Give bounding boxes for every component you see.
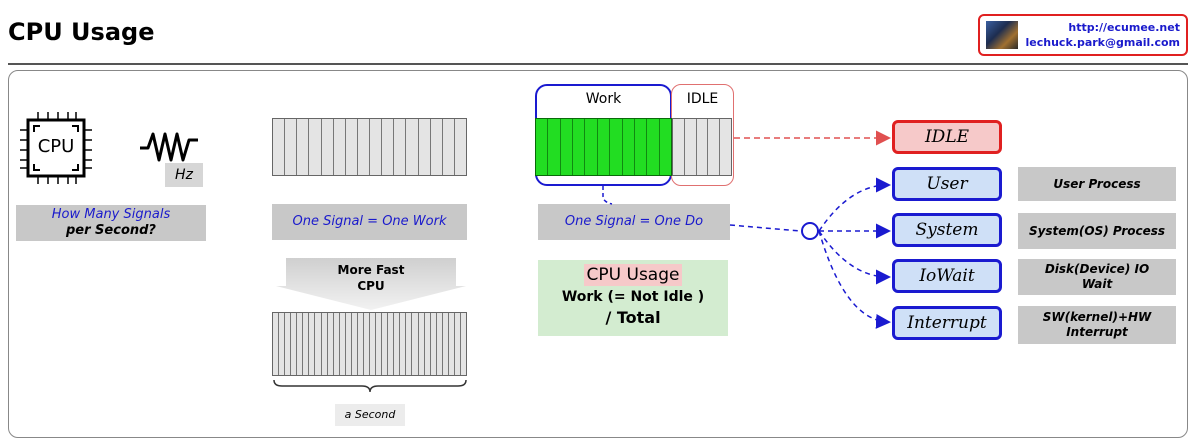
signal-do-text: One Signal = One Do — [564, 214, 704, 229]
second-brace — [273, 379, 467, 393]
title-divider — [8, 63, 1188, 65]
author-url[interactable]: http://ecumee.net — [1068, 21, 1180, 34]
signal-strip-slow — [272, 118, 467, 176]
to-interrupt-arrow — [818, 230, 891, 329]
signals-question: How Many Signals per Second? — [16, 205, 206, 241]
process-user: User Process — [1018, 167, 1176, 201]
process-iowait-line1: Disk(Device) IO — [1044, 262, 1150, 276]
work-down-link — [602, 186, 613, 205]
one-signal-one-work: One Signal = One Work — [272, 204, 467, 240]
usage-line2: / Total — [605, 308, 661, 327]
process-iowait-line2: Wait — [1081, 277, 1113, 291]
usage-line1: Work (= Not Idle ) — [561, 289, 705, 305]
signal-wave-icon — [140, 132, 198, 162]
cpu-usage-formula: CPU Usage Work (= Not Idle ) / Total — [538, 260, 728, 336]
more-fast-label: More Fast CPU — [276, 262, 466, 294]
process-interrupt: SW(kernel)+HW Interrupt — [1018, 306, 1176, 344]
page-title: CPU Usage — [8, 18, 155, 46]
state-system: System — [892, 213, 1002, 247]
state-hub — [801, 222, 819, 240]
author-avatar — [986, 21, 1018, 49]
to-iowait-arrow — [818, 230, 891, 285]
cpu-chip-icon — [20, 112, 92, 184]
author-email[interactable]: lechuck.park@gmail.com — [1025, 36, 1180, 49]
usage-title: CPU Usage — [583, 264, 683, 286]
author-badge: http://ecumee.net lechuck.park@gmail.com — [978, 14, 1188, 56]
process-system: System(OS) Process — [1018, 213, 1176, 249]
process-interrupt-line2: Interrupt — [1066, 325, 1128, 339]
state-iowait: IoWait — [892, 259, 1002, 293]
hz-label: Hz — [165, 163, 203, 187]
state-idle: IDLE — [892, 120, 1002, 154]
faster-arrow — [276, 258, 466, 310]
cpu-label: CPU — [37, 136, 75, 157]
work-strip — [535, 118, 672, 176]
one-signal-one-do: One Signal = One Do — [538, 204, 730, 240]
process-interrupt-line1: SW(kernel)+HW — [1042, 310, 1152, 324]
a-second-label: a Second — [335, 404, 405, 426]
signal-strip-fast — [272, 312, 467, 376]
question-line1: How Many Signals — [51, 207, 171, 222]
state-user: User — [892, 167, 1002, 201]
diagram-frame — [8, 70, 1188, 438]
idle-strip — [672, 118, 732, 176]
state-interrupt: Interrupt — [892, 306, 1002, 340]
more-fast-line1: More Fast — [337, 263, 405, 277]
question-line2: per Second? — [66, 223, 156, 238]
process-iowait: Disk(Device) IO Wait — [1018, 259, 1176, 295]
more-fast-line2: CPU — [357, 279, 385, 293]
idle-label: IDLE — [686, 91, 719, 107]
work-label: Work — [585, 91, 622, 107]
do-to-hub-link — [729, 224, 801, 232]
to-user-arrow — [818, 177, 891, 232]
signal-work-text: One Signal = One Work — [292, 214, 447, 229]
